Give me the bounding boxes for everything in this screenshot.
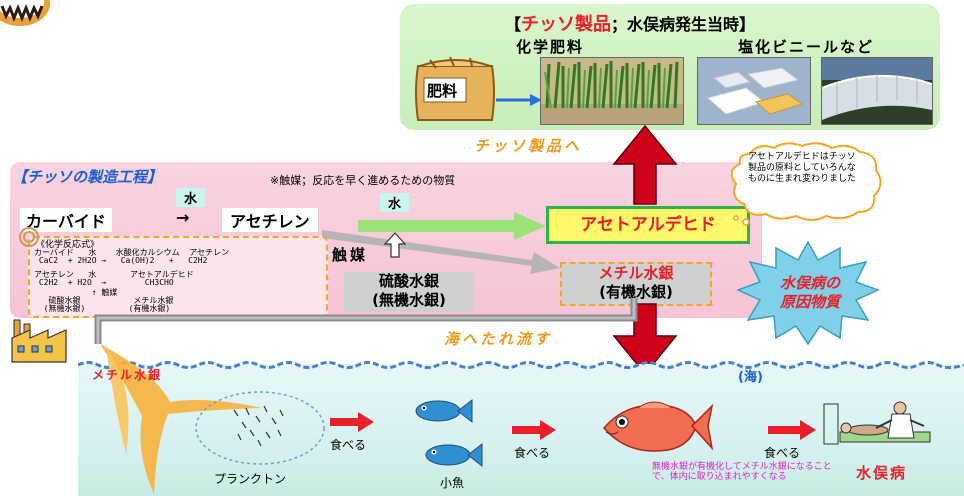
- eat-arrow-3: [768, 420, 816, 440]
- to-methylmercury-arrow: [322, 230, 560, 274]
- mercury-sulfate-box: 硫酸水銀 (無機水銀): [344, 272, 474, 312]
- products-title-main: チッソ製品: [521, 14, 612, 35]
- disease-label: 水俣病: [856, 464, 908, 482]
- process-title: 【チッソの製造工程】: [12, 168, 163, 186]
- reaction-line-2: CaC2 + 2H2O → Ca(OH)2 + C2H2: [34, 256, 208, 265]
- products-title: 【チッソ製品；水俣病発生当時】: [505, 10, 755, 36]
- vinyl-label: 塩化ビニールなど: [738, 38, 875, 56]
- note-bubble-text: アセトアルデヒドはチッソ製品の原料としていろんなものに生まれ変わりました: [748, 152, 857, 184]
- cause-line-2: 原因物質: [779, 293, 840, 311]
- mercury-sulfate-line-1: 硫酸水銀: [378, 272, 439, 290]
- methylmercury-line-2: (有機水銀): [599, 283, 673, 301]
- mercury-sulfate-line-2: (無機水銀): [372, 291, 446, 309]
- products-title-prefix: 【: [505, 15, 522, 34]
- eat-label-3: 食べる: [764, 446, 801, 460]
- fertilizer-label: 化学肥料: [516, 38, 585, 56]
- factory-icon: [11, 319, 67, 363]
- eat-label-1: 食べる: [330, 438, 367, 452]
- acetaldehyde-box: アセトアルデヒド: [546, 206, 750, 244]
- catalyst-up-arrow: [384, 232, 406, 258]
- methylmercury-box: メチル水銀 (有機水銀): [560, 262, 712, 306]
- acetylene-box: アセチレン: [222, 208, 318, 232]
- water-label-1: 水: [176, 188, 206, 207]
- small-fish-icon-2: [425, 442, 483, 468]
- cause-line-1: 水俣病の: [779, 274, 840, 292]
- cause-label: 水俣病の 原因物質: [770, 274, 850, 312]
- methylmercury-line-1: メチル水銀: [598, 264, 674, 282]
- mascot-icon: [0, 0, 50, 26]
- reaction-header: 《化学反応式》: [36, 240, 100, 250]
- doctor-patient-icon: [823, 401, 931, 445]
- sea-note: 無機水銀が有機化してメチル水銀になることで、体内に取り込まれやすくなる: [652, 462, 832, 482]
- big-fish-icon: [603, 401, 714, 452]
- reaction-line-4: C2H2 + H2O → CH3CHO: [34, 278, 174, 287]
- sea-wave-line: [78, 361, 964, 369]
- carbide-arrow: →: [176, 208, 190, 227]
- mercury-plume: [100, 344, 262, 494]
- catalyst-label: 触媒: [332, 246, 369, 264]
- reaction-box: [28, 236, 328, 318]
- sea-label: (海): [738, 370, 763, 385]
- reaction-line-3: アセチレン 水 アセトアルデヒド: [34, 270, 194, 279]
- reaction-coil-icon: [19, 227, 39, 247]
- bag-to-field-arrow: [496, 94, 542, 106]
- small-fish-icon-1: [415, 398, 473, 424]
- carbide-box: カーバイド: [20, 208, 112, 232]
- reaction-line-5: ↑ 触媒: [34, 288, 118, 297]
- catalyst-note: ※触媒；反応を早く進めるための物質: [270, 174, 456, 187]
- eat-arrow-1: [330, 412, 374, 432]
- eat-arrow-2: [512, 420, 556, 440]
- plankton-circle: [195, 391, 325, 465]
- water-label-2: 水: [380, 193, 410, 212]
- red-double-arrow: [612, 124, 678, 376]
- plankton-label: プランクトン: [214, 472, 287, 486]
- fertilizer-bag-label: 肥料: [427, 82, 458, 100]
- fertilizer-bag-icon: [415, 56, 495, 121]
- reaction-line-7: (無機水銀) (有機水銀): [34, 304, 171, 313]
- to-products-label: チッソ製品へ: [474, 137, 583, 155]
- greenhouse-photo: [821, 57, 933, 125]
- to-acetaldehyde-arrow: [358, 212, 546, 240]
- eat-label-2: 食べる: [514, 446, 551, 460]
- discharge-label: 海へたれ流す: [444, 330, 553, 348]
- vinyl-trays-photo: [697, 57, 811, 125]
- reaction-line-1: カーバイド 水 水酸化カルシウム アセチレン: [34, 248, 230, 257]
- fertilizer-field-photo: [540, 57, 684, 125]
- products-title-suffix: ；水俣病発生当時】: [611, 15, 756, 34]
- sea-methylmercury-label: メチル水銀: [92, 368, 163, 382]
- cause-starburst: [736, 240, 880, 346]
- reaction-line-6: 硫酸水銀 メチル水銀: [34, 296, 174, 305]
- note-bubble: [730, 142, 882, 226]
- discharge-pipe: [94, 298, 638, 344]
- small-fish-label: 小魚: [440, 476, 465, 490]
